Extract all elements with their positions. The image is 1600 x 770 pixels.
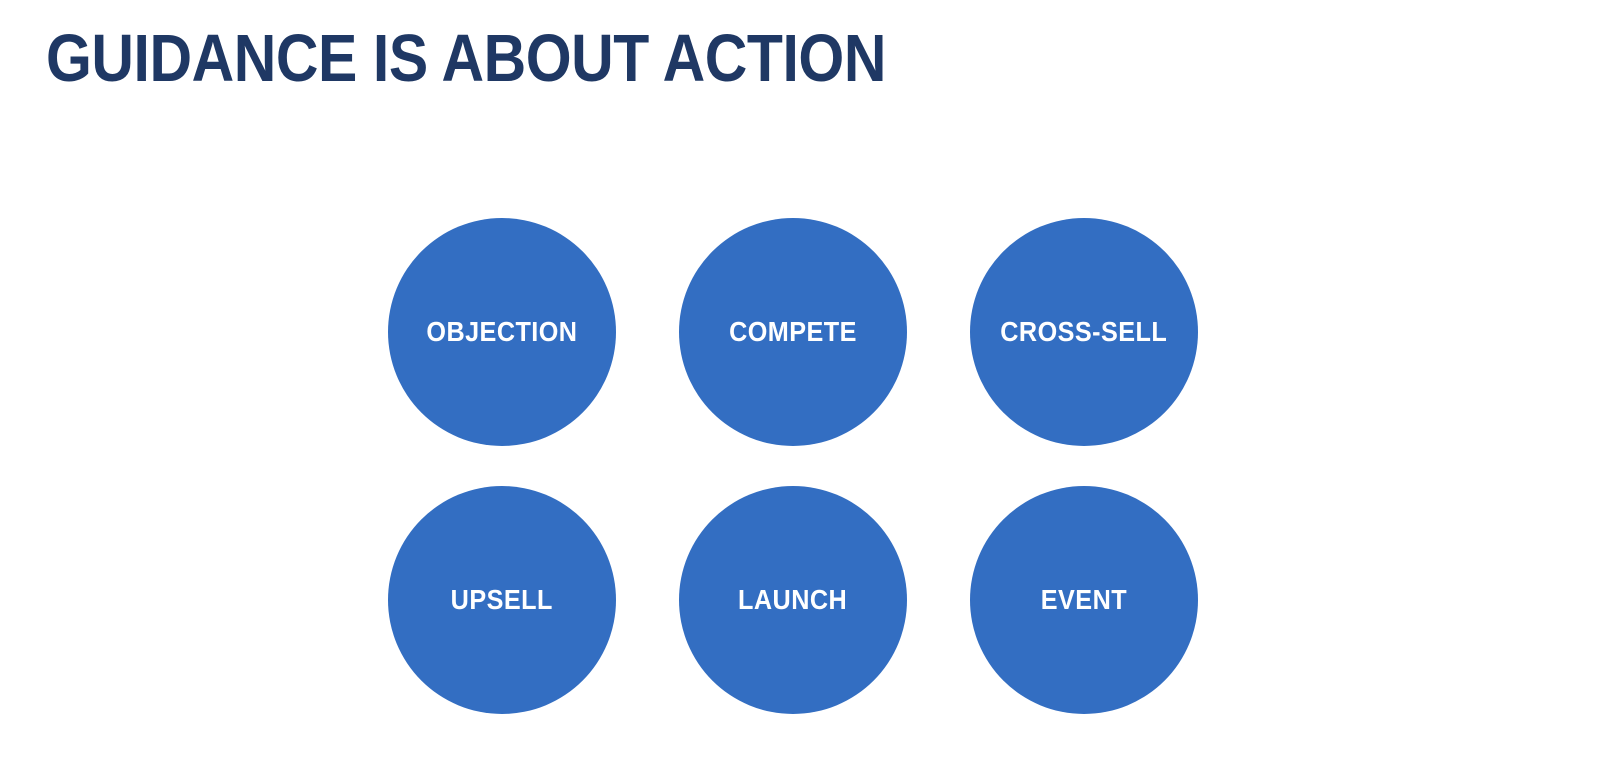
circle-label: LAUNCH (738, 584, 848, 615)
circle-grid: OBJECTION COMPETE CROSS-SELL UPSELL LAUN… (388, 218, 1198, 714)
circle-label: EVENT (1040, 584, 1128, 615)
slide-title: GUIDANCE IS ABOUT ACTION (46, 21, 886, 96)
circle-label: UPSELL (450, 584, 554, 615)
circle-label: OBJECTION (426, 316, 578, 347)
circle-cross-sell: CROSS-SELL (970, 218, 1198, 446)
circle-event: EVENT (970, 486, 1198, 714)
circle-upsell: UPSELL (388, 486, 616, 714)
circle-objection: OBJECTION (388, 218, 616, 446)
circle-compete: COMPETE (679, 218, 907, 446)
circle-label: COMPETE (729, 316, 857, 347)
circle-label: CROSS-SELL (1000, 316, 1168, 347)
circle-launch: LAUNCH (679, 486, 907, 714)
